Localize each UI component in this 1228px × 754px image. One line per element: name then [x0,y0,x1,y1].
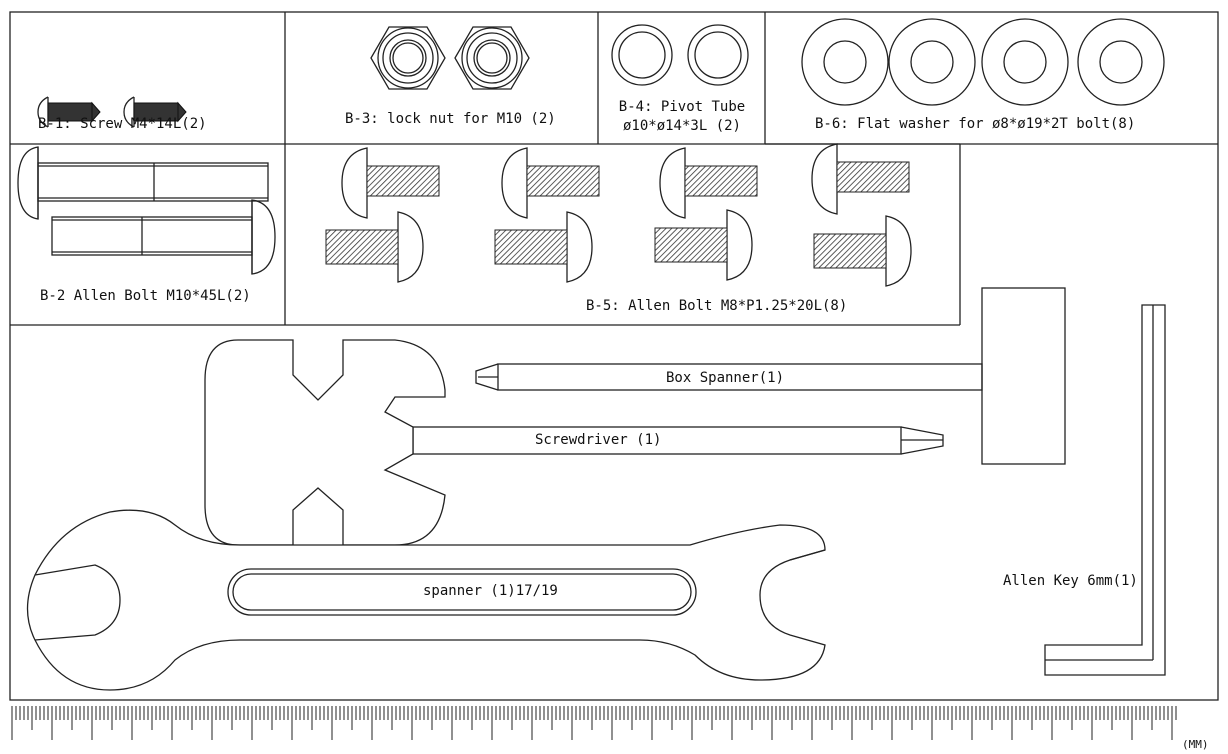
flat-washer-2 [888,18,976,106]
b1-label: B-1: Screw M4*14L(2) [38,116,207,132]
allen-bolt-m8-3 [659,147,758,219]
b4-pivot-tubes: B-4: Pivot Tube ø10*ø14*3L (2) [611,24,749,134]
ruler-unit-label: (MM) [1182,738,1209,751]
open-end-spanner: spanner (1)17/19 [26,509,826,691]
b4-label-line2: ø10*ø14*3L (2) [623,118,741,134]
allen-bolt-m8-8 [813,215,912,287]
b4-label-line1: B-4: Pivot Tube [619,99,745,115]
allen-key-label: Allen Key 6mm(1) [1003,573,1138,589]
flat-washer-3 [981,18,1069,106]
lock-nut-1 [370,26,446,90]
b5-label: B-5: Allen Bolt M8*P1.25*20L(8) [586,298,847,314]
allen-bolt-m8-7 [654,209,753,281]
b6-flat-washers: B-6: Flat washer for ø8*ø19*2T bolt(8) [801,18,1165,132]
lock-nut-2 [454,26,530,90]
pivot-tube-1 [611,24,673,86]
double-end-wrench-upper [204,339,446,546]
layout-grid [9,11,1219,701]
b3-label: B-3: lock nut for M10 (2) [345,111,556,127]
flat-washer-1 [801,18,889,106]
spanner-label: spanner (1)17/19 [423,583,558,599]
allen-bolt-m8-6 [494,211,593,283]
screw-1 [37,96,101,128]
screwdriver-label: Screwdriver (1) [535,432,661,448]
b2-allen-bolts: B-2 Allen Bolt M10*45L(2) [17,146,276,304]
allen-bolt-m10-1 [17,146,269,220]
allen-bolt-m10-2 [51,199,276,275]
allen-bolt-m8-2 [501,147,600,219]
pivot-tube-2 [687,24,749,86]
allen-bolt-m8-1 [341,147,440,219]
screwdriver: Screwdriver (1) [412,426,944,455]
allen-bolt-m8-4 [811,143,910,215]
allen-key: Allen Key 6mm(1) [1003,304,1166,676]
b6-label: B-6: Flat washer for ø8*ø19*2T bolt(8) [815,116,1135,132]
b3-lock-nuts: B-3: lock nut for M10 (2) [345,26,556,127]
b5-allen-bolts: B-5: Allen Bolt M8*P1.25*20L(8) [325,143,912,314]
ruler-ticks [11,706,1177,740]
allen-bolt-m8-5 [325,211,424,283]
ruler: (MM) [11,706,1209,751]
box-spanner: Box Spanner(1) [475,287,1066,465]
flat-washer-4 [1077,18,1165,106]
box-spanner-label: Box Spanner(1) [666,370,784,386]
b2-label: B-2 Allen Bolt M10*45L(2) [40,288,251,304]
screw-2 [123,96,187,128]
b1-screws: B-1: Screw M4*14L(2) [37,96,207,132]
